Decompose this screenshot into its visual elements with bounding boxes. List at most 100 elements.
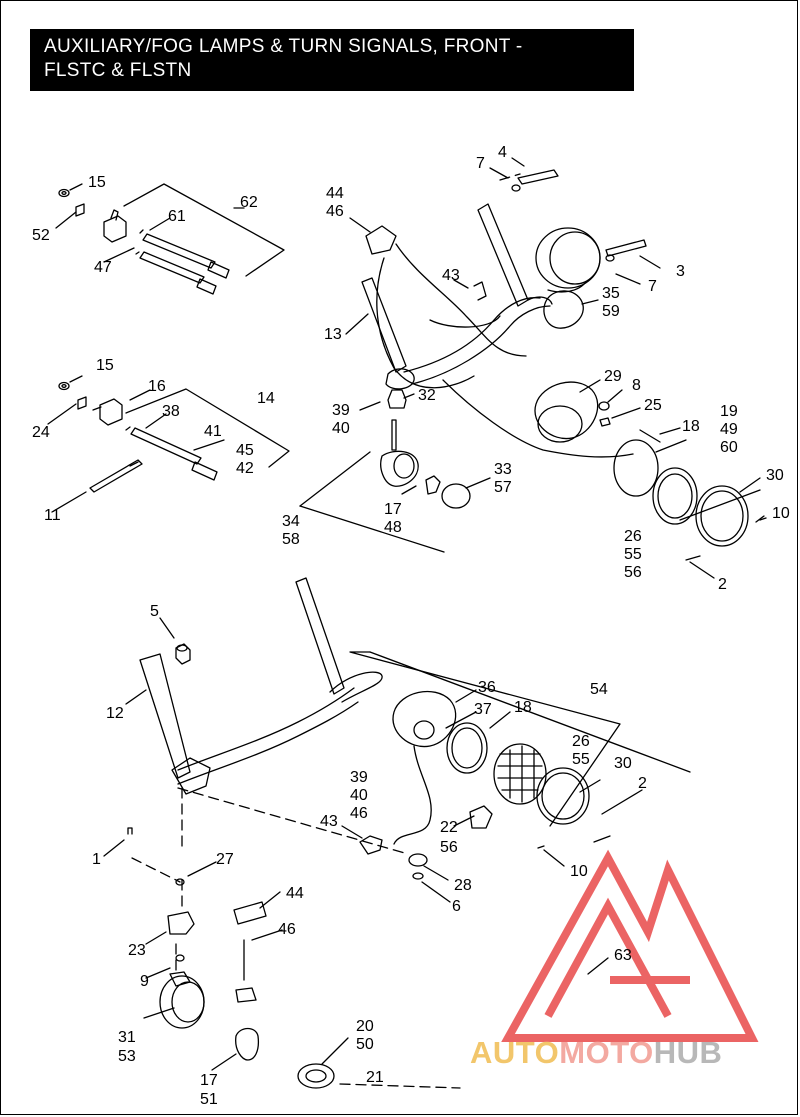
title-line-2: FLSTC & FLSTN: [44, 60, 192, 81]
callout-61: 61: [168, 208, 186, 225]
callout-46a: 46: [326, 203, 344, 220]
callout-63: 63: [614, 947, 632, 964]
lower-bracket-assembly: [139, 577, 383, 795]
callout-34: 34: [282, 513, 300, 530]
callout-2a: 2: [718, 576, 727, 593]
callout-29: 29: [604, 368, 622, 385]
callout-42: 42: [236, 460, 254, 477]
turn-signal-upper: [299, 389, 471, 553]
callout-7b: 7: [648, 278, 657, 295]
callout-6: 6: [452, 898, 461, 915]
callout-44b: 44: [286, 885, 304, 902]
turn-signal-lower: [127, 827, 335, 1089]
callout-26b: 26: [572, 733, 590, 750]
callout-9: 9: [140, 973, 149, 990]
callout-17a: 17: [384, 501, 402, 518]
upper-bracket-assembly: [361, 169, 647, 458]
callout-36: 36: [478, 679, 496, 696]
callout-12: 12: [106, 705, 124, 722]
callout-4: 4: [498, 144, 507, 161]
callout-43b: 43: [320, 813, 338, 830]
callout-17b: 17: [200, 1072, 218, 1089]
callout-39b: 39: [350, 769, 368, 786]
callout-10a: 10: [772, 505, 790, 522]
callout-2b: 2: [638, 775, 647, 792]
callout-60: 60: [720, 439, 738, 456]
callout-21: 21: [366, 1069, 384, 1086]
callout-39a: 39: [332, 402, 350, 419]
page-title: AUXILIARY/FOG LAMPS & TURN SIGNALS, FRON…: [30, 29, 634, 91]
watermark-auto: AUTO: [470, 1035, 560, 1070]
callout-56a: 56: [624, 564, 642, 581]
callout-19: 19: [720, 403, 738, 420]
centerlines: [131, 173, 521, 1089]
callout-48: 48: [384, 519, 402, 536]
callout-5: 5: [150, 603, 159, 620]
fog-lamp-upper: [534, 381, 767, 561]
callout-38: 38: [162, 403, 180, 420]
callout-1: 1: [92, 851, 101, 868]
callout-59: 59: [602, 303, 620, 320]
callout-28: 28: [454, 877, 472, 894]
callout-30b: 30: [614, 755, 632, 772]
callout-62: 62: [240, 194, 258, 211]
watermark-text: AUTOMOTOHUB: [470, 1035, 722, 1071]
callout-52: 52: [32, 227, 50, 244]
leader-lines: [47, 157, 765, 1071]
callout-27: 27: [216, 851, 234, 868]
callout-44a: 44: [326, 185, 344, 202]
switch-kit-upper: [58, 183, 285, 295]
callout-8: 8: [632, 377, 641, 394]
callout-13: 13: [324, 326, 342, 343]
callout-3: 3: [676, 263, 685, 280]
title-line-1: AUXILIARY/FOG LAMPS & TURN SIGNALS, FRON…: [44, 36, 523, 57]
callout-55b: 55: [572, 751, 590, 768]
callout-25: 25: [644, 397, 662, 414]
callout-54: 54: [590, 681, 608, 698]
callout-45: 45: [236, 442, 254, 459]
callout-55a: 55: [624, 546, 642, 563]
callout-37: 37: [474, 701, 492, 718]
callout-43a: 43: [442, 267, 460, 284]
watermark-logo: [501, 849, 759, 1042]
callout-47: 47: [94, 259, 112, 276]
callout-18a: 18: [682, 418, 700, 435]
callout-15a: 15: [88, 174, 106, 191]
callout-labels: 15 52 62 61 47 15 24 16 14 38 41 45 42 1…: [32, 144, 790, 1108]
callout-18b: 18: [514, 699, 532, 716]
callout-41: 41: [204, 423, 222, 440]
callout-33: 33: [494, 461, 512, 478]
callout-57: 57: [494, 479, 512, 496]
callout-50: 50: [356, 1036, 374, 1053]
callout-15b: 15: [96, 357, 114, 374]
callout-46c: 46: [278, 921, 296, 938]
callout-46b: 46: [350, 805, 368, 822]
callout-20: 20: [356, 1018, 374, 1035]
callout-26a: 26: [624, 528, 642, 545]
fog-lamp-lower: [349, 651, 691, 880]
callout-51: 51: [200, 1091, 218, 1108]
callout-23: 23: [128, 942, 146, 959]
switch-kit-lower: [58, 381, 290, 493]
callout-16: 16: [148, 378, 166, 395]
callout-35: 35: [602, 285, 620, 302]
callout-31: 31: [118, 1029, 136, 1046]
callout-40b: 40: [350, 787, 368, 804]
callout-7a: 7: [476, 155, 485, 172]
callout-40a: 40: [332, 420, 350, 437]
callout-10b: 10: [570, 863, 588, 880]
callout-11: 11: [44, 507, 61, 524]
watermark-moto: MOTO: [559, 1035, 654, 1070]
watermark-hub: HUB: [653, 1035, 723, 1070]
callout-14: 14: [257, 390, 275, 407]
callout-30a: 30: [766, 467, 784, 484]
callout-24: 24: [32, 424, 50, 441]
callout-56b: 56: [440, 839, 458, 856]
callout-49: 49: [720, 421, 738, 438]
callout-22: 22: [440, 819, 458, 836]
callout-58: 58: [282, 531, 300, 548]
callout-53: 53: [118, 1048, 136, 1065]
callout-32: 32: [418, 387, 436, 404]
